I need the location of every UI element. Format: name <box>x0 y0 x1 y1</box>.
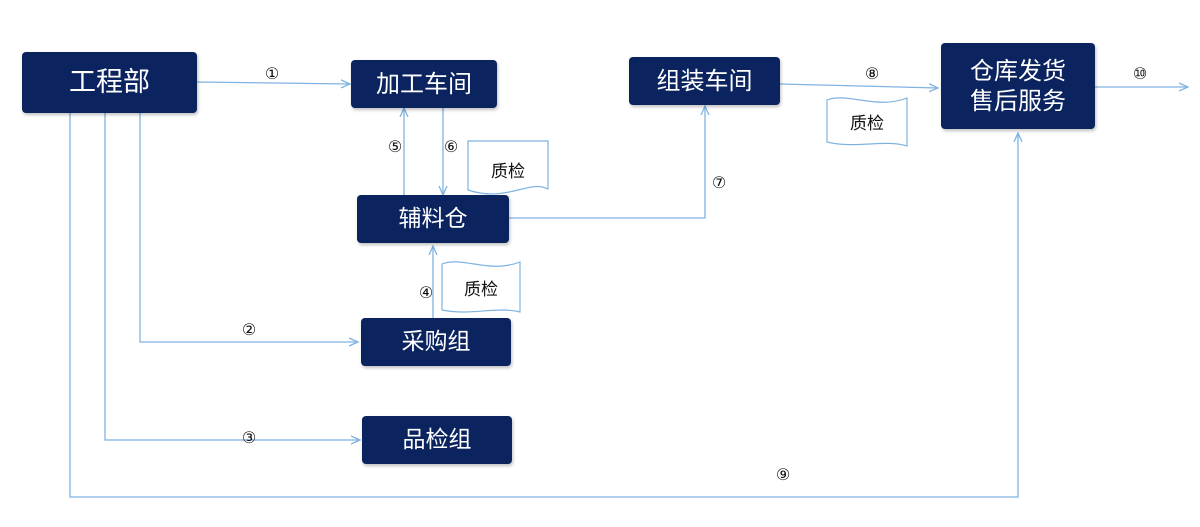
document-shape-icon <box>441 261 521 313</box>
step-6: ⑥ <box>443 137 459 156</box>
node-warehouse-line2: 售后服务 <box>970 87 1066 115</box>
document-shape-icon <box>467 140 549 195</box>
node-assembly-label: 组装车间 <box>656 67 753 95</box>
qc-label: 质检 <box>850 113 884 134</box>
qc-document-assembly: 质检 <box>826 94 908 148</box>
node-purchasing: 采购组 <box>361 318 511 366</box>
node-engineering: 工程部 <box>22 52 197 113</box>
step-9: ⑨ <box>775 465 791 484</box>
arrow-aux-to-assembly <box>509 106 705 219</box>
node-quality-group: 品检组 <box>362 416 512 464</box>
node-assembly: 组装车间 <box>629 57 780 105</box>
step-7: ⑦ <box>711 173 727 192</box>
arrow-engineering-to-quality-group <box>104 113 360 440</box>
qc-document-processing: 质检 <box>467 140 549 198</box>
step-5: ⑤ <box>387 137 403 156</box>
step-4: ④ <box>418 283 434 302</box>
node-warehouse: 仓库发货 售后服务 <box>941 43 1095 129</box>
node-engineering-label: 工程部 <box>69 66 150 98</box>
arrow-engineering-to-purchasing <box>139 113 358 342</box>
node-aux-warehouse: 辅料仓 <box>357 195 509 243</box>
node-aux-warehouse-label: 辅料仓 <box>398 205 468 232</box>
qc-label: 质检 <box>464 279 498 300</box>
document-shape-icon <box>826 97 908 147</box>
step-1: ① <box>264 64 280 83</box>
arrow-engineering-to-warehouse <box>69 113 1018 498</box>
qc-document-purchasing: 质检 <box>441 258 521 316</box>
step-10: ⑩ <box>1132 64 1148 83</box>
qc-label: 质检 <box>491 161 525 182</box>
node-processing-label: 加工车间 <box>376 70 472 98</box>
node-purchasing-label: 采购组 <box>401 328 471 355</box>
node-warehouse-line1: 仓库发货 <box>970 57 1066 85</box>
node-processing: 加工车间 <box>351 60 497 108</box>
step-8: ⑧ <box>864 64 880 83</box>
node-quality-group-label: 品检组 <box>402 426 472 453</box>
arrow-engineering-to-processing <box>196 82 350 84</box>
step-3: ③ <box>241 428 257 447</box>
step-2: ② <box>241 320 257 339</box>
arrow-assembly-to-warehouse <box>779 84 938 88</box>
